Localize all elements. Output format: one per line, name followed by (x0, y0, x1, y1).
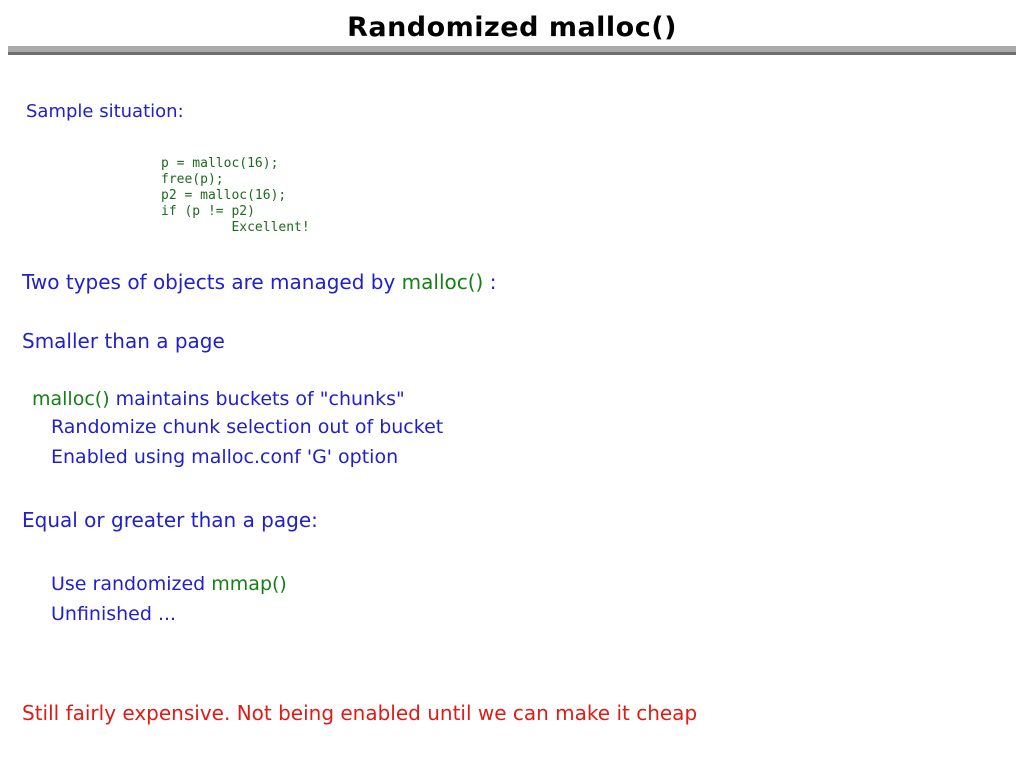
buckets-code-token: malloc() (32, 388, 110, 410)
two-types-suffix: : (483, 270, 497, 294)
use-randomized-mmap-line: Use randomized mmap() (51, 572, 287, 596)
randomize-chunk-line: Randomize chunk selection out of bucket (51, 416, 444, 438)
page-title: Randomized malloc() (347, 12, 677, 43)
smaller-than-page-heading: Smaller than a page (22, 329, 225, 353)
two-types-code-token: malloc() (401, 270, 484, 294)
use-randomized-prefix: Use randomized (51, 573, 212, 595)
two-types-prefix: Two types of objects are managed by (22, 270, 402, 294)
buckets-text: maintains buckets of "chunks" (109, 388, 405, 410)
buckets-line: malloc() maintains buckets of "chunks" (32, 387, 405, 411)
title-divider (8, 46, 1016, 55)
equal-or-greater-heading: Equal or greater than a page: (22, 508, 318, 532)
unfinished-line: Unfinished ... (51, 603, 177, 625)
mmap-code-token: mmap() (211, 573, 287, 595)
code-sample-block: p = malloc(16); free(p); p2 = malloc(16)… (161, 156, 310, 235)
sample-situation-label: Sample situation: (26, 101, 184, 122)
footer-note: Still fairly expensive. Not being enable… (22, 701, 698, 725)
two-types-line: Two types of objects are managed by mall… (22, 270, 496, 294)
enabled-option-line: Enabled using malloc.conf 'G' option (51, 446, 399, 468)
